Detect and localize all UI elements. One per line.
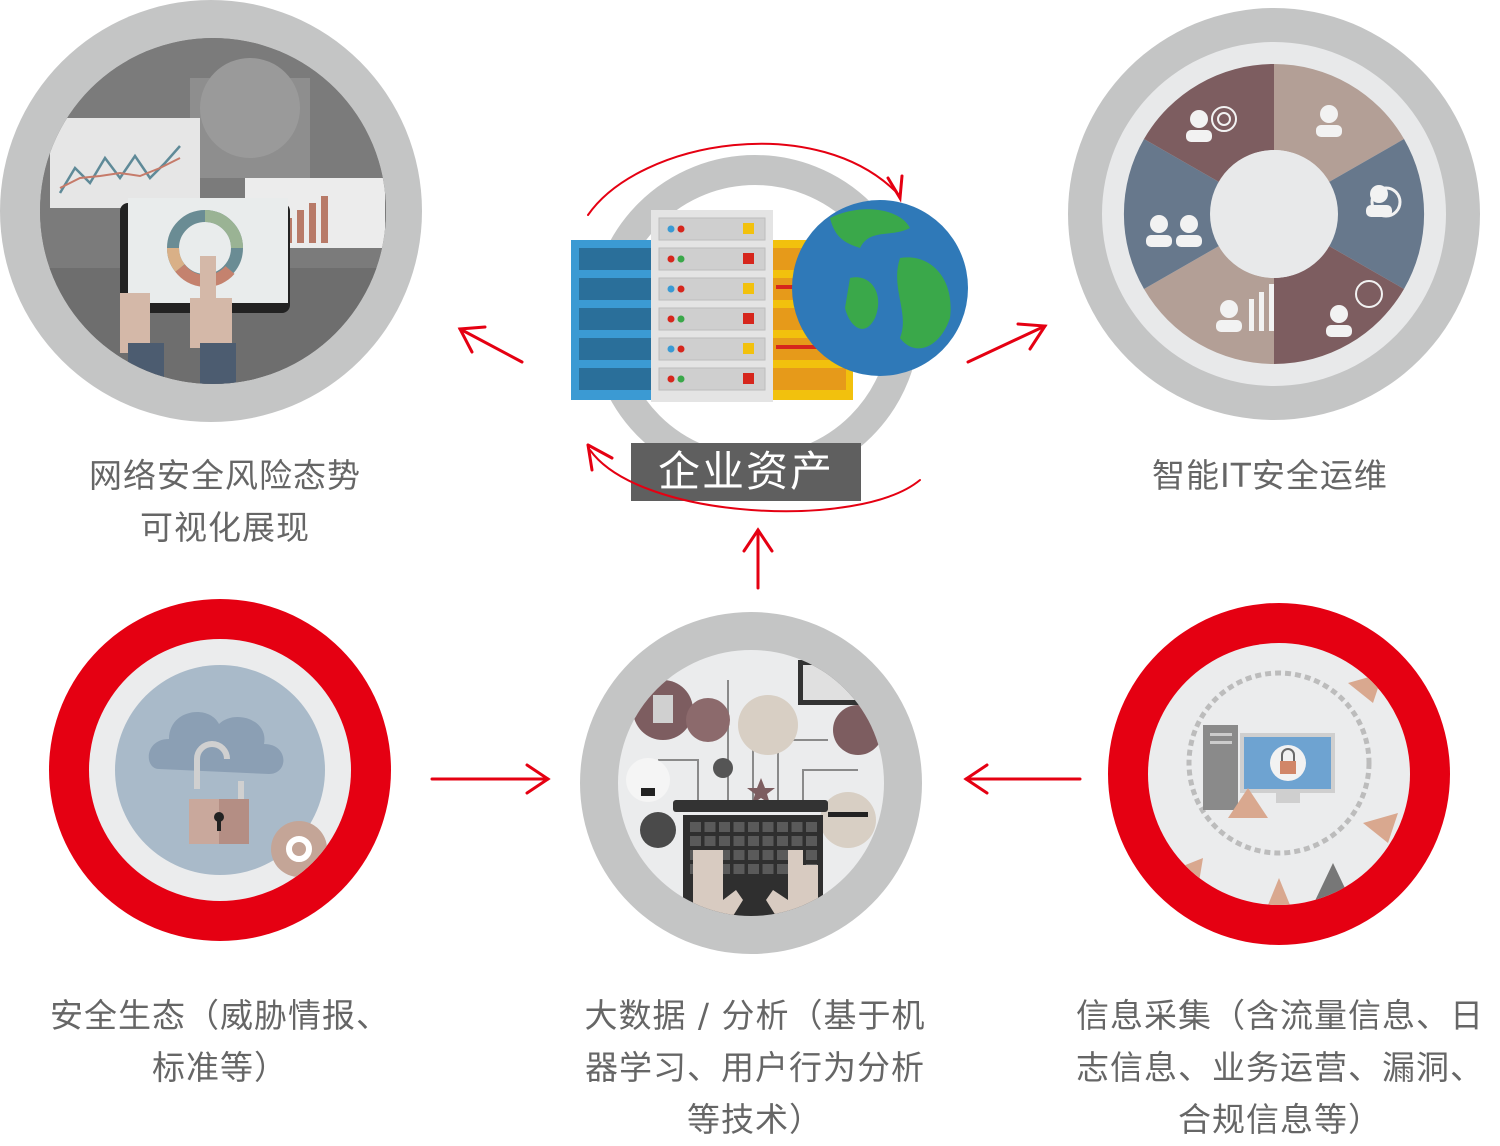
caption-line: 智能IT安全运维	[1152, 456, 1388, 495]
caption-ecosystem: 安全生态（威胁情报、 标准等）	[20, 990, 420, 1094]
keyboard-key	[762, 850, 774, 860]
keyboard-key	[748, 850, 759, 860]
keyboard-key	[791, 836, 803, 846]
caption-line: 安全生态（威胁情报、	[50, 996, 390, 1035]
keyboard-key	[806, 850, 817, 860]
dashboard-tablet-icon	[40, 38, 386, 384]
keyboard-key	[690, 836, 701, 846]
keyboard-key	[733, 850, 745, 860]
caption-collection: 信息采集（含流量信息、日 志信息、业务运营、漏洞、 合规信息等）	[1050, 990, 1500, 1146]
arrow-ecosystem-to-bigdata	[430, 763, 551, 795]
caption-line: 网络安全风险态势	[89, 456, 361, 495]
keyboard-key	[777, 864, 788, 874]
caption-visualization: 网络安全风险态势 可视化展现	[40, 450, 410, 554]
orbit-arc-bottom	[589, 449, 921, 513]
caption-line: 等技术）	[687, 1100, 823, 1139]
cloud-lock-icon	[89, 639, 351, 901]
arrow-bigdata-to-center	[742, 527, 774, 590]
puzzle-gear-icon	[1102, 42, 1446, 386]
caption-line: 器学习、用户行为分析	[585, 1048, 925, 1087]
keyboard-key	[762, 836, 774, 846]
caption-bigdata: 大数据 / 分析（基于机 器学习、用户行为分析 等技术）	[555, 990, 955, 1146]
keyboard-key	[733, 836, 745, 846]
node-visualization	[0, 0, 422, 422]
keyboard-key	[762, 864, 774, 874]
keyboard-key	[690, 822, 701, 832]
node-ecosystem	[49, 599, 391, 941]
caption-line: 大数据 / 分析（基于机	[584, 996, 926, 1035]
node-it-ops	[1068, 8, 1480, 420]
orbit-arc-top	[587, 142, 901, 216]
keyboard-key	[719, 864, 730, 874]
keyboard-key	[806, 836, 817, 846]
keyboard-key	[777, 850, 788, 860]
keyboard-key	[806, 822, 817, 832]
computer-lock-icon	[1148, 643, 1410, 905]
arrow-to-it-ops	[966, 322, 1048, 364]
caption-line: 志信息、业务运营、漏洞、	[1076, 1048, 1484, 1087]
caption-line: 合规信息等）	[1178, 1100, 1382, 1139]
arrow-collection-to-bigdata	[963, 763, 1082, 795]
keyboard-key	[719, 850, 730, 860]
keyboard-key	[719, 822, 730, 832]
caption-line: 信息采集（含流量信息、日	[1076, 996, 1484, 1035]
keyboard-key	[719, 836, 730, 846]
keyboard-key	[777, 822, 788, 832]
keyboard-key	[704, 822, 716, 832]
node-collection	[1108, 603, 1450, 945]
caption-line: 标准等）	[152, 1048, 288, 1087]
orbit-arc-top-head	[886, 174, 904, 203]
orbit-arc-bottom-head	[586, 443, 614, 472]
arrow-to-visualization	[457, 325, 524, 364]
node-bigdata	[580, 612, 922, 954]
keyboard-key	[748, 864, 759, 874]
keyboard-key	[733, 822, 745, 832]
caption-line: 可视化展现	[140, 508, 310, 547]
globe-icon	[790, 198, 970, 378]
keyboard-key	[748, 836, 759, 846]
keyboard-key	[762, 822, 774, 832]
keyboard-key	[748, 822, 759, 832]
keyboard-key	[777, 836, 788, 846]
keyboard-key	[704, 836, 716, 846]
keyboard-key	[733, 864, 745, 874]
center-label: 企业资产	[631, 443, 861, 501]
caption-it-ops: 智能IT安全运维	[1100, 450, 1440, 502]
keyboard-key	[791, 822, 803, 832]
